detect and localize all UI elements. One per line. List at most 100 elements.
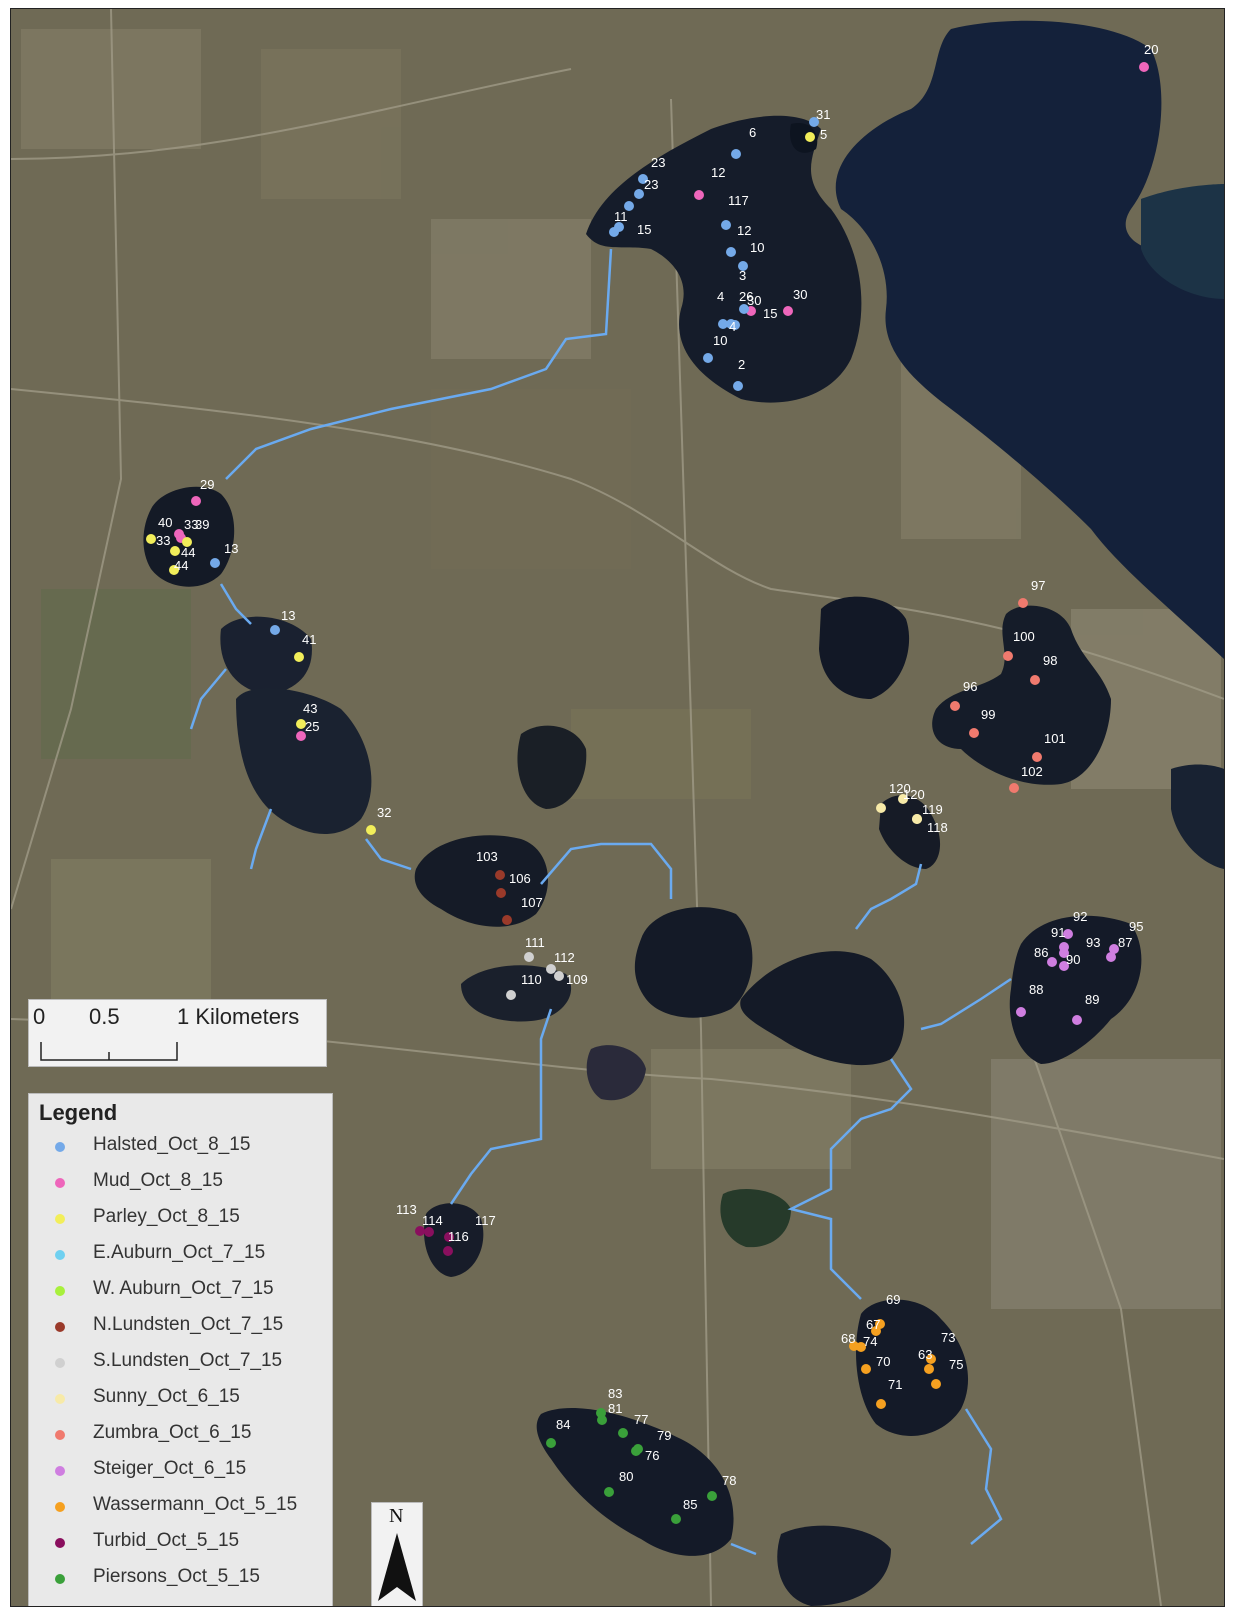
sample-point-halsted[interactable]: [731, 149, 741, 159]
sample-point-mud[interactable]: [1139, 62, 1149, 72]
sample-point-label: 79: [657, 1428, 671, 1443]
sample-point-label: 84: [556, 1417, 570, 1432]
sample-point-label: 80: [619, 1469, 633, 1484]
sample-point-steiger[interactable]: [1016, 1007, 1026, 1017]
sample-point-halsted[interactable]: [634, 189, 644, 199]
sample-point-piersons[interactable]: [597, 1415, 607, 1425]
sample-point-label: 91: [1051, 925, 1065, 940]
sample-point-halsted[interactable]: [624, 201, 634, 211]
sample-point-halsted[interactable]: [718, 319, 728, 329]
sample-point-piersons[interactable]: [604, 1487, 614, 1497]
sample-point-sunny[interactable]: [876, 803, 886, 813]
sample-point-piersons[interactable]: [618, 1428, 628, 1438]
sample-point-halsted[interactable]: [721, 220, 731, 230]
sample-point-label: 20: [1144, 42, 1158, 57]
sample-point-halsted[interactable]: [733, 381, 743, 391]
sample-point-wassermann[interactable]: [856, 1342, 866, 1352]
sample-point-wassermann[interactable]: [876, 1399, 886, 1409]
sample-point-steiger[interactable]: [1063, 929, 1073, 939]
legend-item-sunny: Sunny_Oct_6_15: [55, 1386, 335, 1416]
sample-point-piersons[interactable]: [546, 1438, 556, 1448]
sample-point-turbid[interactable]: [444, 1232, 454, 1242]
legend-swatch: [55, 1322, 65, 1332]
sample-point-steiger[interactable]: [1047, 957, 1057, 967]
sample-point-label: 81: [608, 1401, 622, 1416]
lake-east-bay: [1141, 184, 1224, 299]
sample-point-slundsten[interactable]: [524, 952, 534, 962]
sample-point-steiger[interactable]: [1072, 1015, 1082, 1025]
sample-point-halsted[interactable]: [739, 304, 749, 314]
lake-halsted-bay: [790, 123, 818, 153]
sample-point-parley[interactable]: [294, 652, 304, 662]
sample-point-mud[interactable]: [296, 731, 306, 741]
sample-point-steiger[interactable]: [1109, 944, 1119, 954]
sample-point-turbid[interactable]: [415, 1226, 425, 1236]
sample-point-zumbra[interactable]: [1032, 752, 1042, 762]
legend: Legend Halsted_Oct_8_15 Mud_Oct_8_15 Par…: [28, 1093, 335, 1606]
sample-point-mud[interactable]: [694, 190, 704, 200]
sample-point-mud[interactable]: [191, 496, 201, 506]
sample-point-label: 93: [1086, 935, 1100, 950]
sample-point-halsted[interactable]: [638, 174, 648, 184]
lake-turbid: [423, 1203, 484, 1277]
sample-point-zumbra[interactable]: [950, 701, 960, 711]
sample-point-nlundsten[interactable]: [502, 915, 512, 925]
sample-point-parley[interactable]: [366, 825, 376, 835]
lake-small-se: [720, 1189, 791, 1248]
sample-point-zumbra[interactable]: [1009, 783, 1019, 793]
lake-central-2: [740, 951, 905, 1066]
sample-point-halsted[interactable]: [809, 117, 819, 127]
sample-point-label: 29: [200, 477, 214, 492]
sample-point-steiger[interactable]: [1059, 961, 1069, 971]
sample-point-zumbra[interactable]: [1018, 598, 1028, 608]
lake-parley-south: [236, 688, 372, 834]
sample-point-parley[interactable]: [170, 546, 180, 556]
legend-swatch: [55, 1214, 65, 1224]
sample-point-wassermann[interactable]: [861, 1364, 871, 1374]
sample-point-parley[interactable]: [805, 132, 815, 142]
sample-point-zumbra[interactable]: [969, 728, 979, 738]
sample-point-sunny[interactable]: [912, 814, 922, 824]
sample-point-piersons[interactable]: [631, 1446, 641, 1456]
sample-point-mud[interactable]: [783, 306, 793, 316]
sample-point-nlundsten[interactable]: [495, 870, 505, 880]
sample-point-wassermann[interactable]: [931, 1379, 941, 1389]
sample-point-halsted[interactable]: [730, 320, 740, 330]
sample-point-halsted[interactable]: [614, 222, 624, 232]
sample-point-nlundsten[interactable]: [496, 888, 506, 898]
sample-point-parley[interactable]: [146, 534, 156, 544]
sample-point-slundsten[interactable]: [546, 964, 556, 974]
sample-point-turbid[interactable]: [443, 1246, 453, 1256]
sample-point-halsted[interactable]: [270, 625, 280, 635]
sample-point-wassermann[interactable]: [926, 1354, 936, 1364]
sample-point-zumbra[interactable]: [1030, 675, 1040, 685]
sample-point-slundsten[interactable]: [506, 990, 516, 1000]
sample-point-label: 4: [717, 289, 724, 304]
sample-point-label: 90: [1066, 952, 1080, 967]
legend-label: W. Auburn_Oct_7_15: [93, 1278, 274, 1299]
sample-point-parley[interactable]: [182, 537, 192, 547]
sample-point-halsted[interactable]: [738, 261, 748, 271]
scale-tick-0: 0: [33, 1004, 46, 1029]
sample-point-sunny[interactable]: [898, 794, 908, 804]
sample-point-wassermann[interactable]: [871, 1326, 881, 1336]
sample-point-steiger[interactable]: [1106, 952, 1116, 962]
sample-point-piersons[interactable]: [671, 1514, 681, 1524]
sample-point-label: 103: [476, 849, 498, 864]
sample-point-label: 75: [949, 1357, 963, 1372]
sample-point-label: 40: [158, 515, 172, 530]
sample-point-label: 89: [1085, 992, 1099, 1007]
sample-point-label: 11: [614, 209, 628, 224]
sample-point-parley[interactable]: [169, 565, 179, 575]
sample-point-halsted[interactable]: [210, 558, 220, 568]
sample-point-parley[interactable]: [296, 719, 306, 729]
sample-point-steiger[interactable]: [1059, 948, 1069, 958]
sample-point-slundsten[interactable]: [554, 971, 564, 981]
sample-point-halsted[interactable]: [703, 353, 713, 363]
sample-point-halsted[interactable]: [726, 247, 736, 257]
legend-label: N.Lundsten_Oct_7_15: [93, 1314, 284, 1335]
sample-point-zumbra[interactable]: [1003, 651, 1013, 661]
sample-point-piersons[interactable]: [707, 1491, 717, 1501]
sample-point-turbid[interactable]: [424, 1227, 434, 1237]
sample-point-wassermann[interactable]: [924, 1364, 934, 1374]
